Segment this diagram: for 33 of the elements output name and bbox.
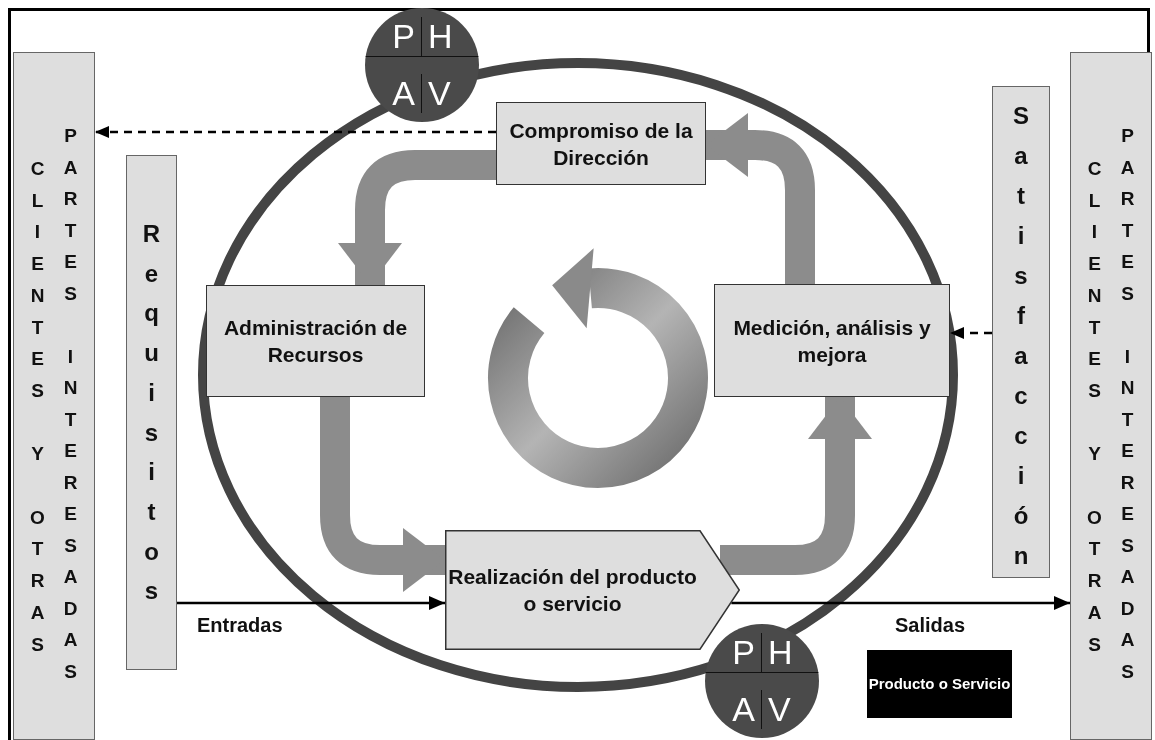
dashed-arrow (950, 327, 992, 339)
vertical-label: Requisitos (141, 219, 162, 607)
pdca-letter: V (767, 690, 792, 729)
process-box (714, 284, 950, 397)
curved-block-arrow (706, 113, 815, 284)
pdca-letter: P (705, 632, 762, 673)
dashed-arrow (95, 126, 496, 138)
vertical-label: PARTES INTERESADAS (62, 124, 79, 684)
vertical-banner (126, 155, 177, 670)
pdca-letter: V (427, 74, 452, 113)
output-label: Producto o Servicio (868, 674, 1011, 694)
vertical-banner (1070, 52, 1152, 740)
process-label: Administración de Recursos (222, 315, 409, 368)
process-label: Realización del producto o servicio (447, 564, 698, 617)
process-box (496, 102, 706, 185)
process-box (206, 285, 425, 397)
vertical-label: CLIENTES Y OTRAS (1086, 157, 1103, 657)
vertical-banner (992, 86, 1050, 578)
vertical-label: PARTES INTERESADAS (1119, 124, 1136, 684)
pdca-letter: P (365, 16, 422, 57)
curved-block-arrow (320, 397, 445, 592)
vertical-banner (13, 52, 95, 740)
process-label: Compromiso de la Dirección (508, 117, 694, 171)
vertical-label: CLIENTES Y OTRAS (29, 157, 46, 657)
pdca-letter: A (705, 690, 762, 729)
process-label: Medición, análisis y mejora (732, 314, 932, 368)
pdca-letter: A (365, 74, 422, 113)
pdca-letter: H (422, 16, 479, 57)
arrow (731, 596, 1070, 610)
pdca-letter: H (762, 632, 819, 673)
vertical-label: Satisfacción (1012, 101, 1030, 571)
output-box (867, 650, 1012, 718)
arrow (177, 596, 445, 610)
